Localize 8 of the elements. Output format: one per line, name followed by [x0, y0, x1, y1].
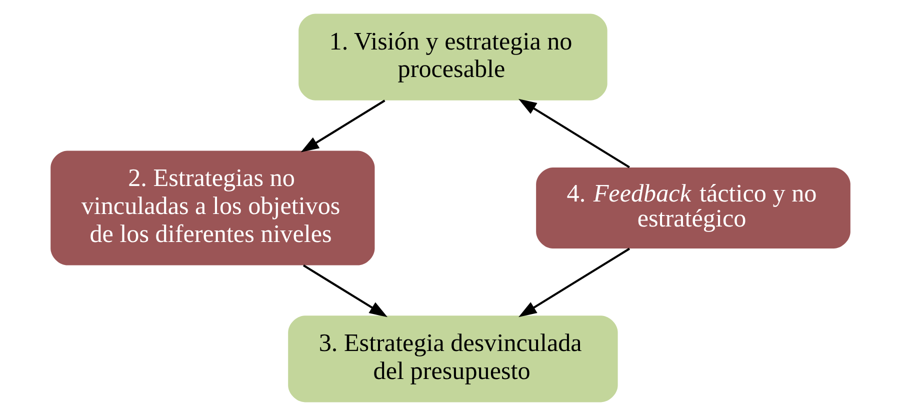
node-box: 3. Estrategia desvinculada del presupuesto — [288, 316, 618, 402]
arrow — [300, 100, 385, 152]
arrow — [518, 248, 630, 318]
node-box: 2. Estrategias no vinculadas a los objetivos de los diferentes niveles — [50, 150, 374, 266]
node-box: 1. Visión y estrategia no procesable — [298, 14, 607, 100]
node-box: 4. Feedback táctico y no estratégico — [536, 167, 850, 249]
arrow — [302, 264, 388, 318]
arrow — [518, 98, 630, 168]
